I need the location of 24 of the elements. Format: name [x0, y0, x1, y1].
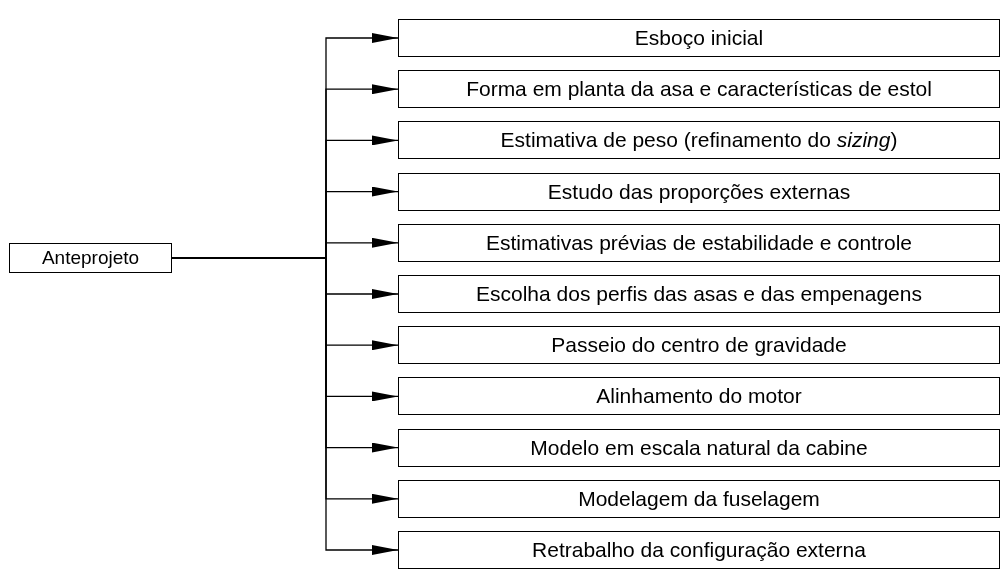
- task-box: [398, 121, 1000, 160]
- box-label: Estimativa de peso (refinamento do sizing): [500, 128, 898, 153]
- box-label: Passeio do centro de gravidade: [551, 333, 847, 358]
- box-label: Forma em planta da asa e características de estol: [466, 77, 932, 102]
- box-label: Anteprojeto: [41, 247, 140, 269]
- task-box: [398, 223, 1000, 262]
- box-label: Esboço inicial: [634, 26, 764, 50]
- task-box: [398, 70, 1000, 109]
- task-box: [398, 326, 1000, 365]
- task-box: [398, 275, 1000, 313]
- task-box: [398, 531, 1000, 569]
- box-label: Alinhamento do motor: [596, 384, 802, 409]
- box-label: Modelagem da fuselagem: [578, 486, 820, 511]
- root-box: [9, 243, 172, 273]
- task-box: [398, 479, 1000, 518]
- box-label: Estimativas prévias de estabilidade e controle: [485, 230, 913, 255]
- box-label: Retrabalho da configuração externa: [532, 538, 866, 562]
- box-label: Estudo das proporções externas: [547, 179, 851, 204]
- task-box: [398, 19, 1000, 57]
- box-label: Escolha dos perfis das asas e das empenagens: [476, 282, 922, 306]
- task-box: [398, 172, 1000, 211]
- task-box: [398, 377, 1000, 416]
- task-box: [398, 428, 1000, 467]
- box-label: Modelo em escala natural da cabine: [530, 435, 868, 460]
